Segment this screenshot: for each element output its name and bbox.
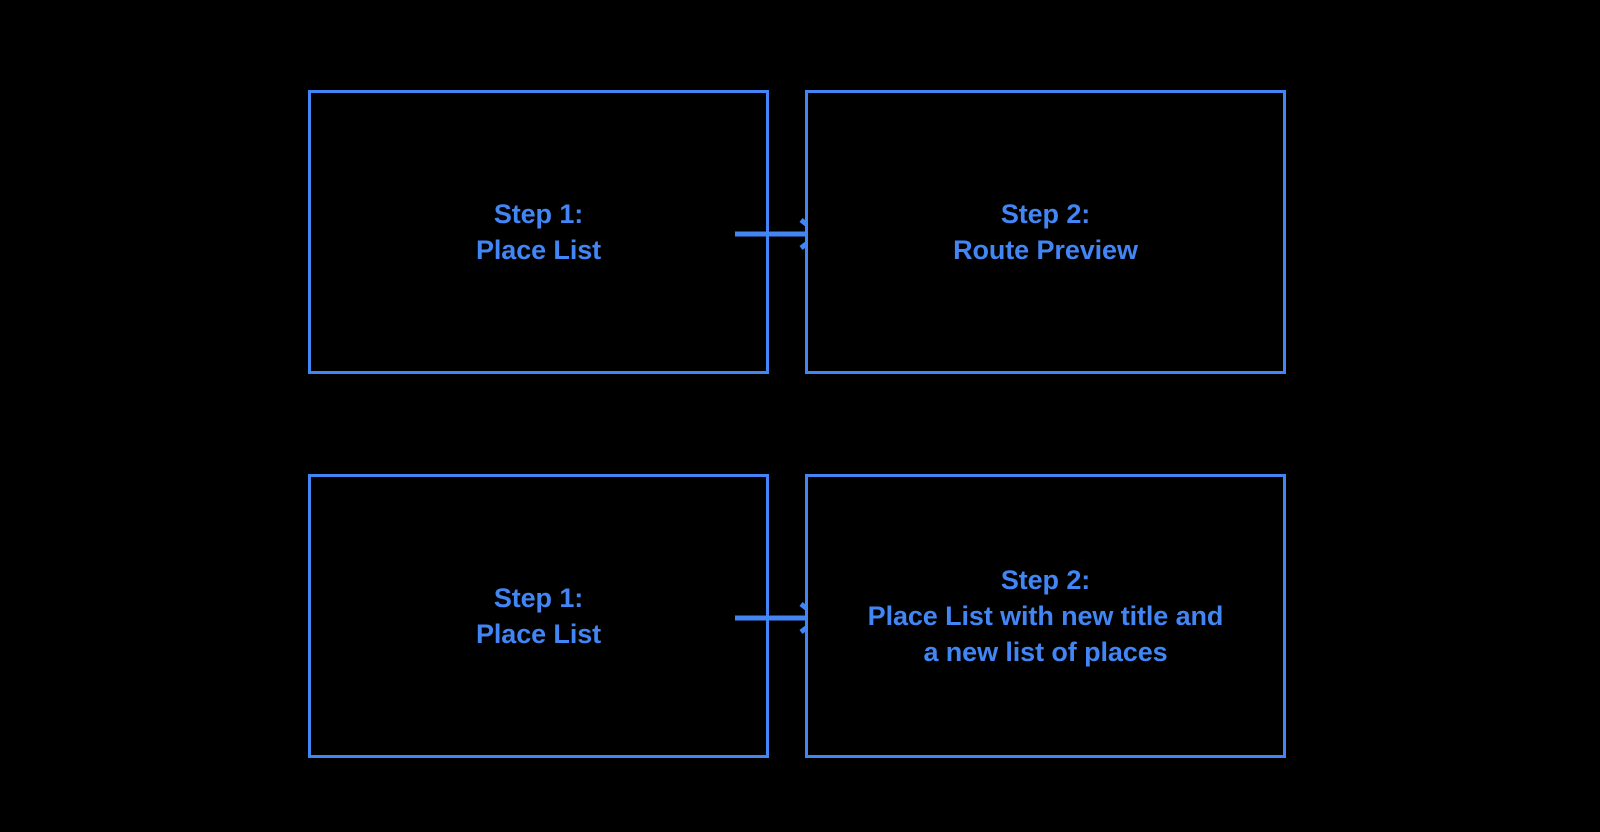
step-box-label: Step 1: Place List [475,583,602,649]
step-box-label: Step 2: Place List with new title and a … [867,565,1224,667]
step-box-place-list-updated[interactable]: Step 2: Place List with new title and a … [805,474,1286,758]
flow-row-place-list-update: Step 1: Place List Step 2: Place List wi… [0,474,1600,758]
flow-row-route-preview: Step 1: Place List Step 2: Route Preview [0,90,1600,374]
step-box-place-list-top[interactable]: Step 1: Place List [308,90,769,374]
step-box-route-preview[interactable]: Step 2: Route Preview [805,90,1286,374]
step-box-place-list-bottom[interactable]: Step 1: Place List [308,474,769,758]
step-box-label: Step 1: Place List [475,199,602,265]
step-box-label: Step 2: Route Preview [953,199,1138,265]
